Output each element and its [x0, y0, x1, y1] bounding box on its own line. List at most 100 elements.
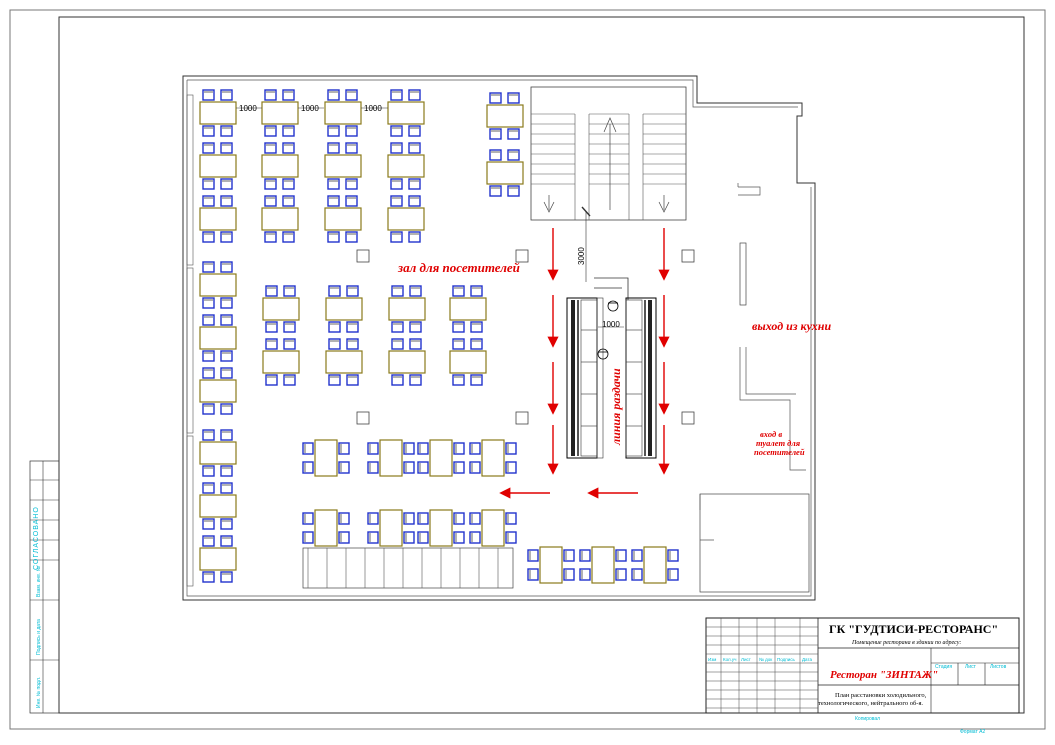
chair [345, 178, 358, 190]
chair [282, 231, 295, 243]
table [591, 546, 615, 584]
chair [264, 231, 277, 243]
chair [202, 89, 215, 101]
label-toilet-1: вход в [760, 429, 782, 439]
chair [220, 231, 233, 243]
chair [220, 297, 233, 309]
table [388, 297, 426, 321]
drawing-frame [58, 16, 1025, 714]
chair [408, 195, 421, 207]
chair [667, 549, 679, 562]
tables [199, 89, 679, 584]
chair [220, 403, 233, 415]
title-description-1: План расстановки холодильного, [835, 692, 927, 699]
chair [631, 568, 643, 581]
chair [202, 142, 215, 154]
chair [283, 321, 296, 333]
chair [470, 374, 483, 386]
chair [390, 89, 403, 101]
table [199, 273, 237, 297]
chair [470, 321, 483, 333]
table [388, 350, 426, 374]
title-sheet: Лист [965, 664, 977, 670]
title-col-list: Лист [741, 657, 751, 662]
chair [345, 195, 358, 207]
chair [489, 92, 502, 104]
chair [202, 261, 215, 273]
chair [328, 374, 341, 386]
chair [409, 338, 422, 350]
serving-line-counters [566, 277, 657, 459]
chair [282, 178, 295, 190]
chair [220, 465, 233, 477]
chair [417, 461, 429, 474]
chair [202, 482, 215, 494]
table [481, 439, 505, 477]
chair [367, 531, 379, 544]
chair [417, 512, 429, 525]
chair [264, 178, 277, 190]
chair [390, 195, 403, 207]
title-col-kol: Кол.уч [723, 657, 737, 662]
table [199, 547, 237, 571]
chair [345, 89, 358, 101]
chair [202, 518, 215, 530]
table [261, 207, 299, 231]
table [486, 104, 524, 128]
table [199, 441, 237, 465]
chair [408, 125, 421, 137]
chair [202, 465, 215, 477]
table [325, 297, 363, 321]
title-sheets: Листов [990, 664, 1007, 670]
table [387, 207, 425, 231]
chair [367, 461, 379, 474]
chair [346, 374, 359, 386]
chair [403, 461, 415, 474]
label-toilet-2: туалет для [756, 438, 801, 448]
chair [408, 178, 421, 190]
table [199, 207, 237, 231]
chair [469, 512, 481, 525]
side-stamp-field-2: Подпись и дата [36, 619, 42, 655]
label-kitchen-exit: выход из кухни [752, 319, 831, 333]
chair [345, 125, 358, 137]
chair [202, 297, 215, 309]
title-description-2: технологического, нейтрального об-я. [818, 700, 923, 707]
chair [302, 461, 314, 474]
table [199, 101, 237, 125]
chair [453, 461, 465, 474]
chair [202, 535, 215, 547]
title-col-doc: № док [759, 657, 772, 662]
chair [507, 128, 520, 140]
chair [615, 549, 627, 562]
chair [202, 403, 215, 415]
chair [505, 512, 517, 525]
title-col-sign: Подпись [777, 657, 795, 662]
chair [220, 142, 233, 154]
side-stamp-field-1: Взам. инв. № [36, 566, 42, 597]
flow-arrows [499, 117, 670, 499]
chair [403, 531, 415, 544]
chair [409, 321, 422, 333]
chair [507, 149, 520, 161]
chair [265, 285, 278, 297]
chair [220, 178, 233, 190]
chair [327, 89, 340, 101]
chair [409, 285, 422, 297]
chair [469, 442, 481, 455]
chair [345, 231, 358, 243]
chair [327, 231, 340, 243]
title-address: Помещение ресторана в здании по адресу: [851, 639, 961, 646]
chair [202, 314, 215, 326]
chair [390, 142, 403, 154]
chair [489, 185, 502, 197]
chair [220, 314, 233, 326]
chair [202, 125, 215, 137]
chair [390, 231, 403, 243]
chair [338, 461, 350, 474]
chair [328, 321, 341, 333]
chair [452, 338, 465, 350]
chair [220, 518, 233, 530]
dimension-1000-a: 1000 [239, 104, 257, 113]
table [379, 439, 403, 477]
